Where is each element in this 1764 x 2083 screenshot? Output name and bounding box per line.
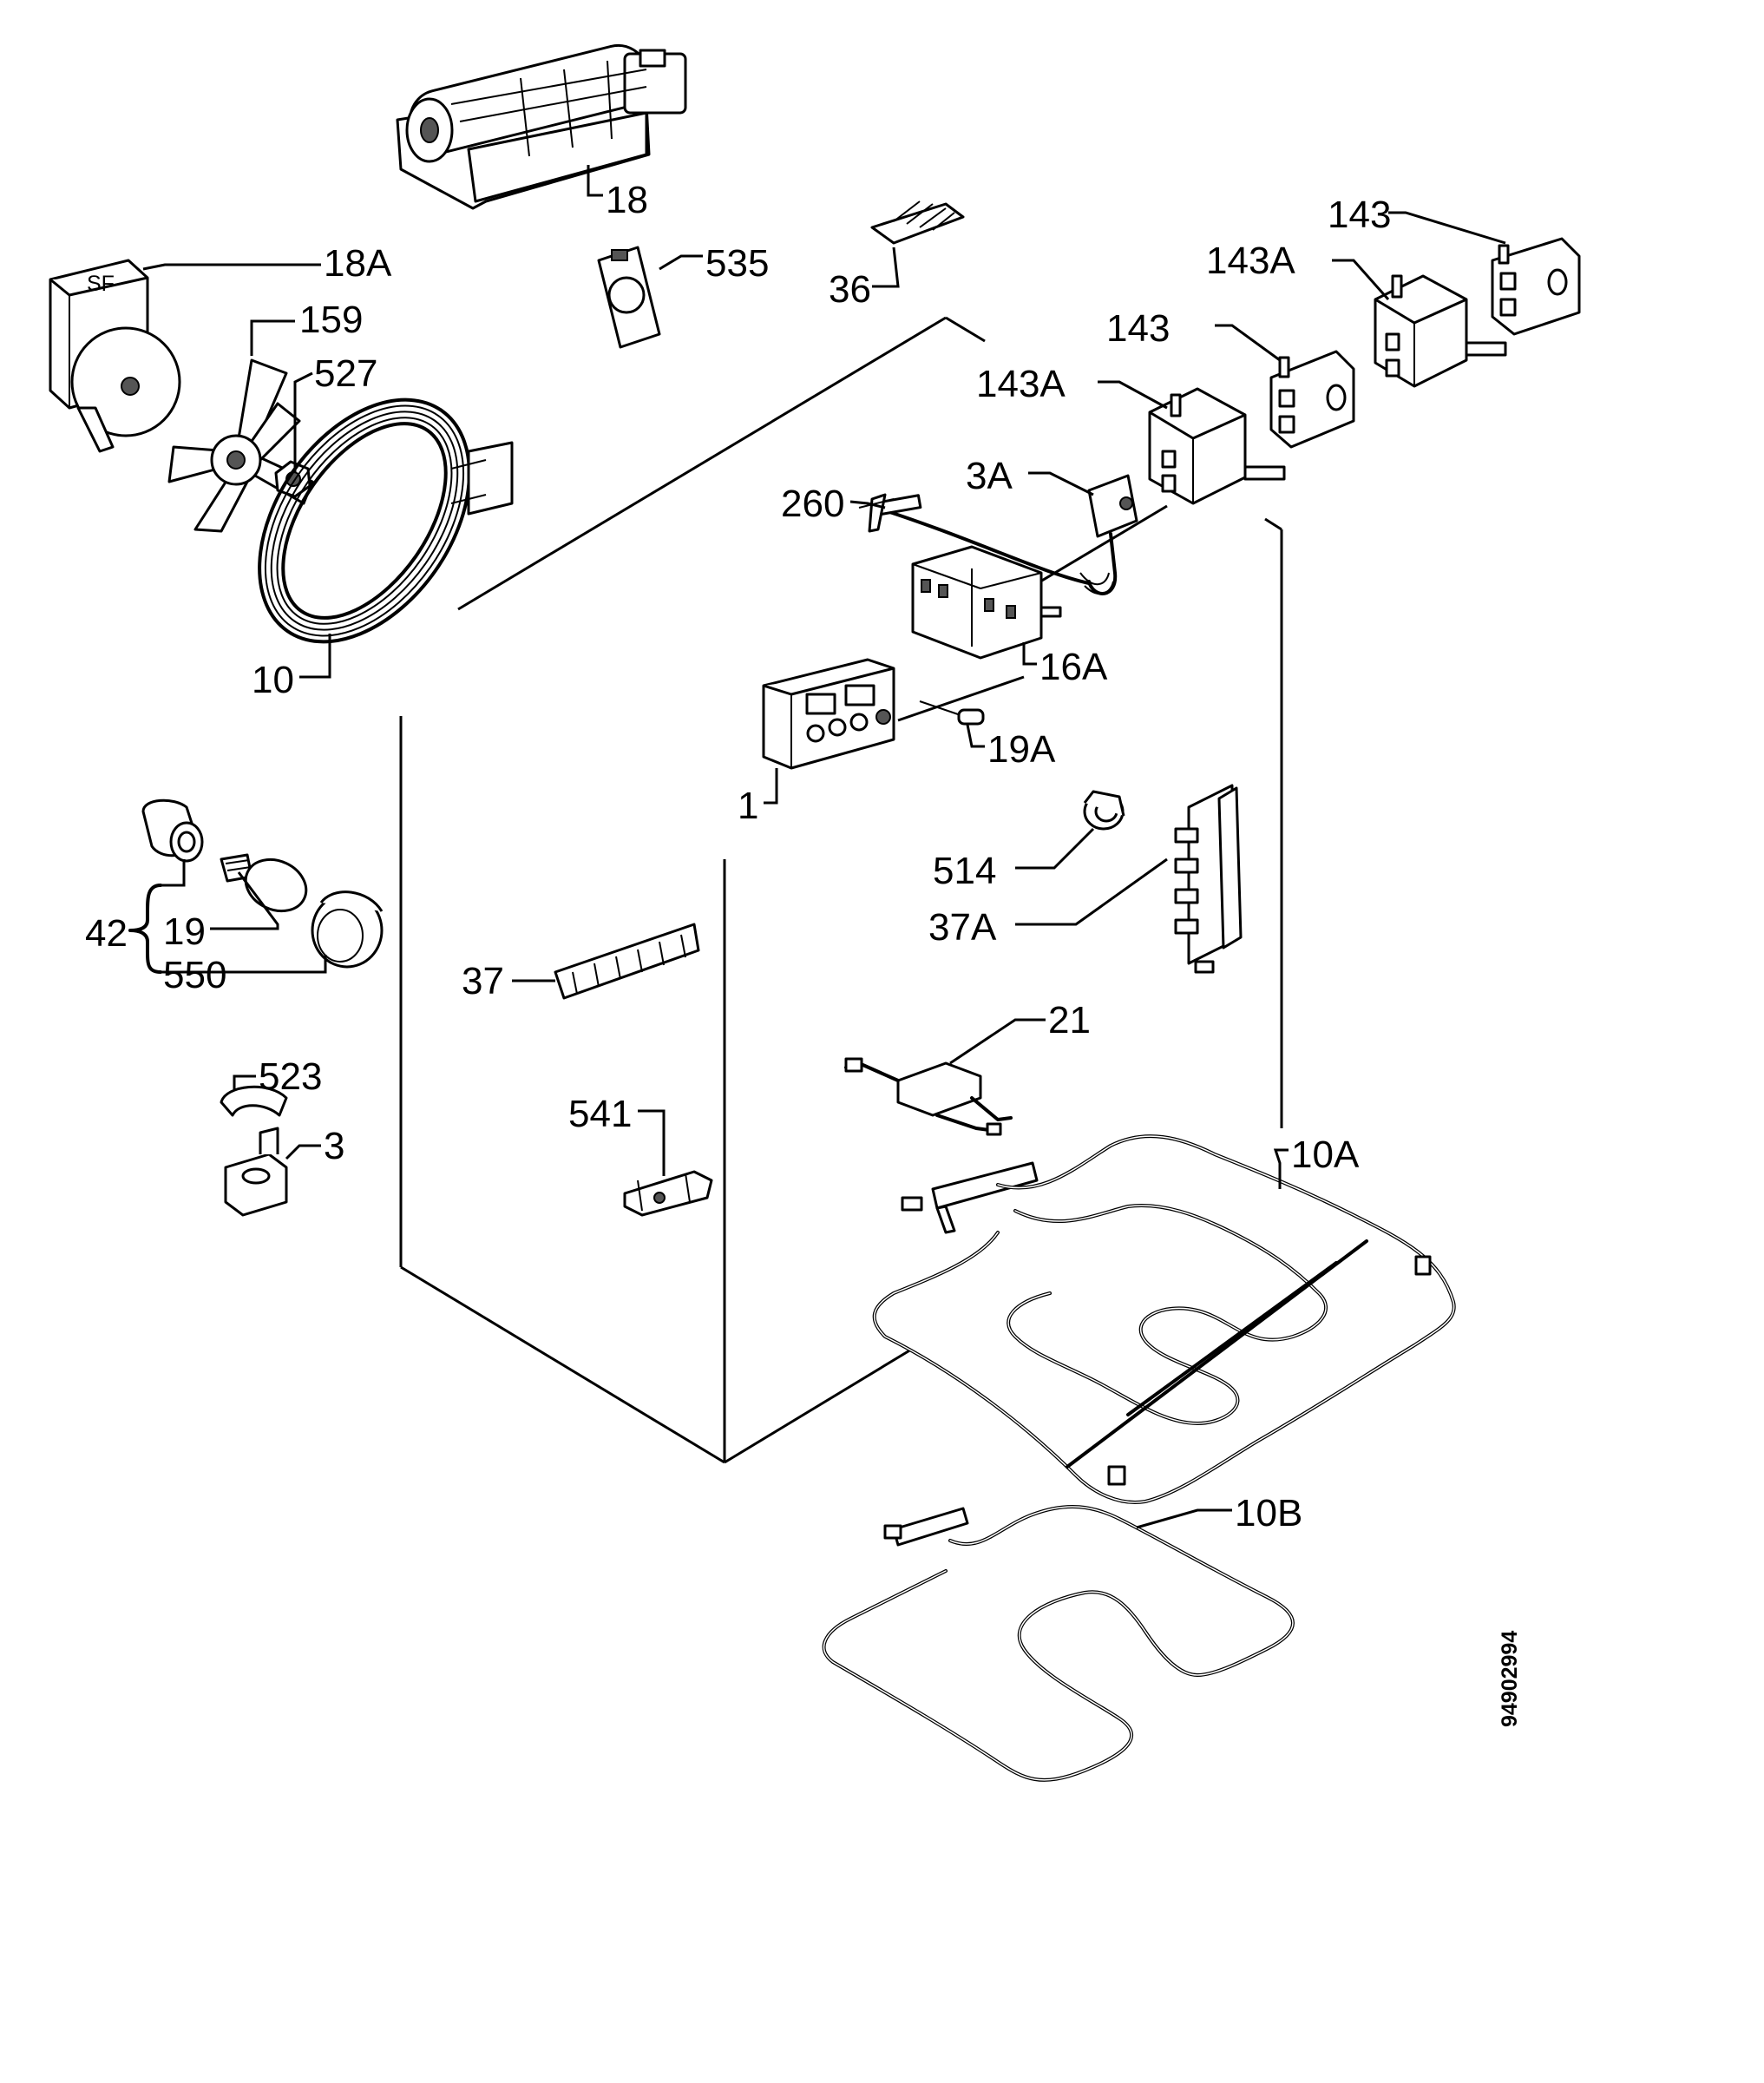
- terminal-block-36-part: [870, 200, 965, 245]
- label-535: 535: [705, 242, 769, 285]
- lamp-19a-part: [919, 700, 985, 726]
- bottom-element-10b-part: [822, 1505, 1295, 1782]
- label-3a: 3A: [966, 455, 1013, 497]
- cabinet-outline: [399, 316, 1283, 1464]
- label-37: 37: [462, 960, 504, 1002]
- label-10b: 10B: [1235, 1492, 1302, 1534]
- label-527: 527: [314, 352, 377, 395]
- label-541: 541: [568, 1093, 632, 1135]
- label-37a: 37A: [928, 906, 997, 949]
- label-523: 523: [259, 1055, 322, 1098]
- label-16a: 16A: [1039, 646, 1108, 688]
- circular-heating-element-part: [258, 398, 514, 644]
- label-514: 514: [933, 850, 996, 892]
- leader-lines: [142, 165, 1506, 1529]
- thermostat-3-part: [224, 1127, 288, 1217]
- fan-motor-part: SF: [49, 259, 181, 453]
- grill-element-10a-part: [872, 1134, 1456, 1504]
- switch-143a-mid-part: [1148, 387, 1286, 505]
- grommet-514-part: [1083, 790, 1125, 831]
- label-42: 42: [85, 912, 128, 955]
- label-550: 550: [163, 954, 226, 996]
- terminal-strip-37-part: [554, 923, 700, 1000]
- switch-143a-top-part: [1374, 274, 1507, 388]
- label-143-mid: 143: [1106, 307, 1170, 350]
- clip-523-part: [220, 1085, 288, 1117]
- bracket-541-part: [623, 1170, 713, 1217]
- lamp-socket-part: [141, 798, 204, 863]
- motor-marking: SF: [87, 272, 115, 296]
- label-21: 21: [1048, 999, 1091, 1042]
- label-143-top: 143: [1328, 194, 1391, 236]
- label-143a-top: 143A: [1206, 240, 1295, 282]
- timer-display-1-part: [762, 658, 895, 770]
- label-18: 18: [606, 179, 648, 221]
- label-143a-mid: 143A: [976, 363, 1066, 405]
- label-1: 1: [738, 785, 758, 827]
- lamp-holder-535-part: [597, 246, 661, 349]
- label-3: 3: [324, 1125, 344, 1167]
- terminal-block-37a-part: [1174, 784, 1243, 974]
- selector-switch-16a-part: [911, 545, 1062, 660]
- label-19: 19: [163, 910, 206, 953]
- tangential-fan-part: [396, 43, 687, 210]
- lamp-cover-part: [311, 890, 384, 969]
- label-10a: 10A: [1291, 1133, 1360, 1176]
- part-labels: 18 18A 159 527 10 535 36 143 143A 143 14…: [85, 179, 1522, 1727]
- lamp-bulb-part: [220, 853, 308, 913]
- label-36: 36: [829, 268, 871, 311]
- label-19a: 19A: [987, 728, 1056, 771]
- group-brace-42: [128, 884, 162, 974]
- switch-143-top-part: [1491, 237, 1581, 336]
- thermal-fuse-21-part: [844, 1057, 1013, 1136]
- label-159: 159: [299, 299, 363, 341]
- switch-143-mid-part: [1269, 350, 1355, 449]
- fan-blade-part: [167, 358, 314, 533]
- diagram-id: 94902994: [1498, 1631, 1522, 1727]
- label-18a: 18A: [324, 242, 392, 285]
- label-10: 10: [252, 659, 294, 701]
- label-260: 260: [781, 483, 844, 525]
